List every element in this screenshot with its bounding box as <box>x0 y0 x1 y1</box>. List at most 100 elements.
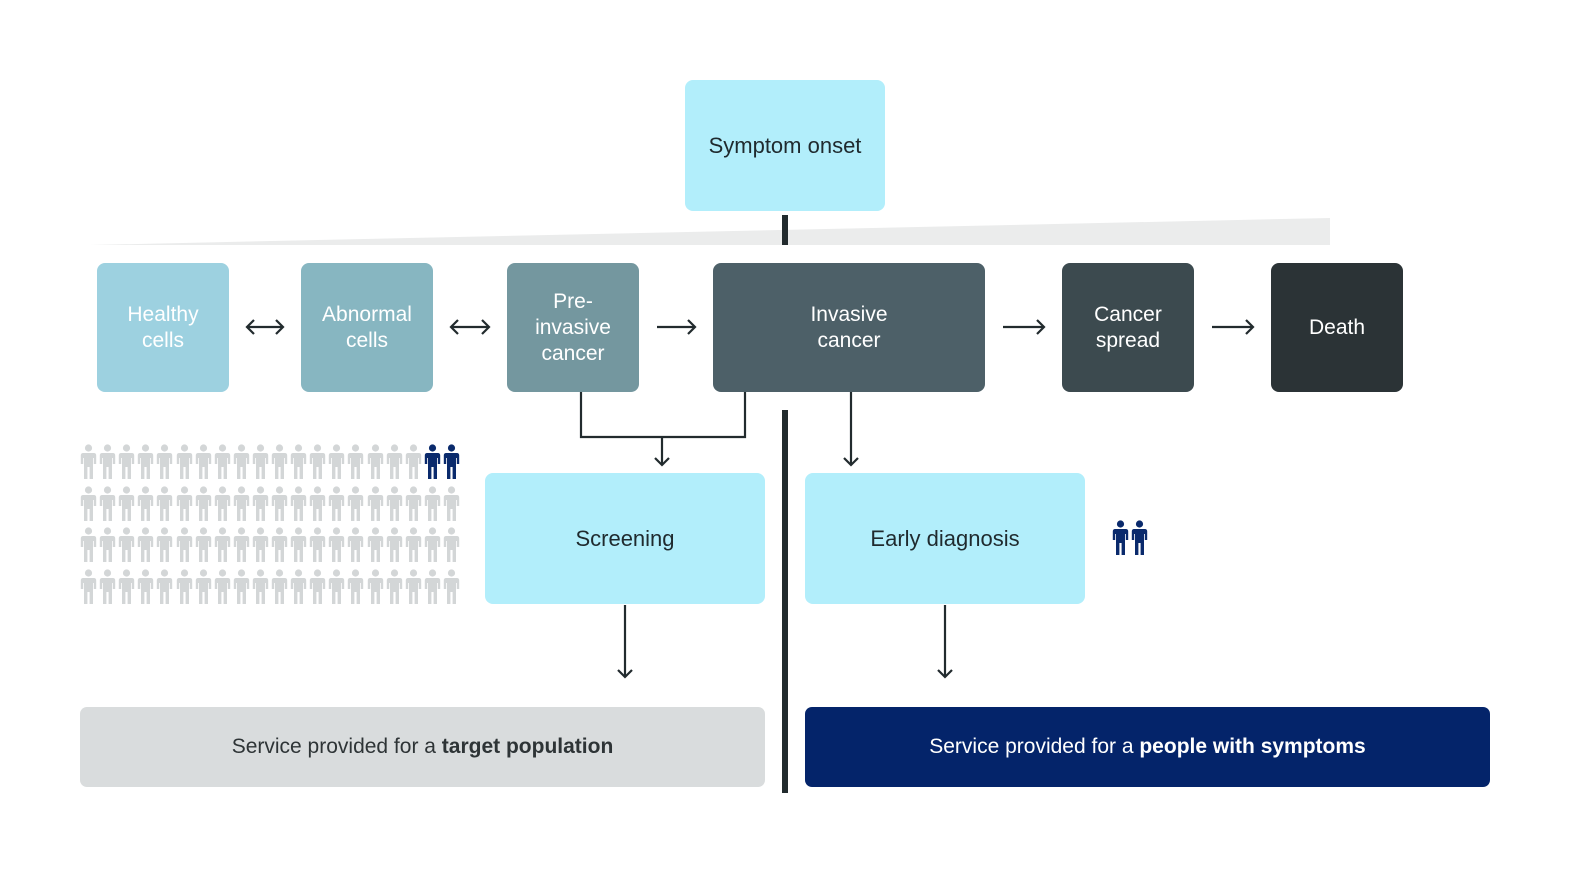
person-icon <box>424 485 441 527</box>
person-icon <box>443 568 460 610</box>
person-icon <box>271 444 288 485</box>
stage-label: Abnormal cells <box>322 302 412 352</box>
person-icon <box>367 568 384 610</box>
person-icon <box>367 527 384 568</box>
person-icon <box>309 527 326 568</box>
person-icon <box>80 444 97 485</box>
person-icon <box>137 568 154 610</box>
person-icon <box>290 485 307 527</box>
person-icon <box>309 444 326 485</box>
stage-label: Invasive cancer <box>810 302 888 352</box>
person-icon <box>347 568 364 610</box>
person-icon <box>233 527 250 568</box>
stage-death: Death <box>1271 263 1403 392</box>
diagnosis-service-box: Service provided for a people with sympt… <box>805 707 1490 787</box>
person-icon <box>290 444 307 485</box>
person-icon <box>347 527 364 568</box>
person-icon <box>271 485 288 527</box>
early-diagnosis-box: Early diagnosis <box>805 473 1085 604</box>
screening-service-box: Service provided for a target population <box>80 707 765 787</box>
person-icon <box>99 485 116 527</box>
connector-arrow-2 <box>1003 319 1046 335</box>
person-icon <box>424 444 441 485</box>
person-icon <box>386 527 403 568</box>
person-icon <box>176 527 193 568</box>
person-icon <box>176 568 193 610</box>
stage-invasive-cancer: Invasive cancer <box>713 263 985 392</box>
person-icon <box>195 444 212 485</box>
person-icon <box>443 485 460 527</box>
person-icon <box>176 444 193 485</box>
person-icon <box>1131 520 1148 561</box>
person-icon <box>347 485 364 527</box>
person-icon <box>386 568 403 610</box>
person-icon <box>118 527 135 568</box>
person-icon <box>290 527 307 568</box>
person-icon <box>443 444 460 485</box>
diagnosis-service-prefix: Service provided for a <box>929 735 1140 758</box>
person-icon <box>347 444 364 485</box>
person-icon <box>137 485 154 527</box>
stage-cancer-spread: Cancer spread <box>1062 263 1194 392</box>
person-icon <box>271 527 288 568</box>
person-icon <box>99 527 116 568</box>
person-icon <box>156 568 173 610</box>
person-icon <box>233 568 250 610</box>
connector-bidirectional-1 <box>245 319 285 335</box>
screening-box: Screening <box>485 473 765 604</box>
person-icon <box>99 444 116 485</box>
person-icon <box>214 568 231 610</box>
person-icon <box>386 444 403 485</box>
person-icon <box>367 485 384 527</box>
symptom-onset-label: Symptom onset <box>708 132 862 158</box>
screening-service-arrow <box>617 605 633 679</box>
stage-label: Cancer spread <box>1094 302 1162 352</box>
person-icon <box>233 485 250 527</box>
stage-healthy-cells: Healthy cells <box>97 263 229 392</box>
screening-service-target: target population <box>441 735 614 758</box>
person-icon <box>214 485 231 527</box>
person-icon <box>424 568 441 610</box>
person-icon <box>195 568 212 610</box>
person-icon <box>252 568 269 610</box>
person-icon <box>405 444 422 485</box>
person-icon <box>214 444 231 485</box>
person-icon <box>156 485 173 527</box>
stage-label: Pre- invasive cancer <box>535 289 611 365</box>
person-icon <box>156 444 173 485</box>
person-icon <box>176 485 193 527</box>
person-icon <box>252 527 269 568</box>
person-icon <box>99 568 116 610</box>
person-icon <box>328 527 345 568</box>
person-icon <box>156 527 173 568</box>
screening-service-prefix: Service provided for a <box>231 735 442 758</box>
diagnosis-service-arrow <box>937 605 953 679</box>
connector-arrow-3 <box>1212 319 1255 335</box>
person-icon <box>328 485 345 527</box>
symptomatic-people <box>1112 520 1152 558</box>
person-icon <box>309 485 326 527</box>
connector-bidirectional-2 <box>449 319 491 335</box>
diagnosis-arrow <box>843 392 859 467</box>
screening-label: Screening <box>575 525 675 551</box>
person-icon <box>118 485 135 527</box>
timeline-arrow <box>90 218 1330 245</box>
person-icon <box>118 444 135 485</box>
stage-pre-invasive-cancer: Pre- invasive cancer <box>507 263 639 392</box>
population-icon-grid <box>80 444 460 609</box>
person-icon <box>195 527 212 568</box>
person-icon <box>80 485 97 527</box>
person-icon <box>309 568 326 610</box>
person-icon <box>386 485 403 527</box>
person-icon <box>290 568 307 610</box>
person-icon <box>271 568 288 610</box>
person-icon <box>195 485 212 527</box>
person-icon <box>1112 520 1129 561</box>
person-icon <box>137 444 154 485</box>
person-icon <box>424 527 441 568</box>
person-icon <box>367 444 384 485</box>
person-icon <box>405 568 422 610</box>
screening-bracket <box>579 392 747 467</box>
stage-abnormal-cells: Abnormal cells <box>301 263 433 392</box>
